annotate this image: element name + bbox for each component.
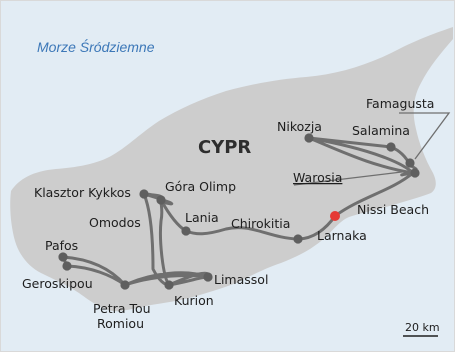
famagusta-pointer-line: [399, 112, 451, 160]
stop-markers: [58, 133, 420, 290]
place-label-petra-line2: Romiou: [97, 316, 144, 331]
place-label-salamina: Salamina: [352, 123, 410, 138]
stop-petra: [120, 280, 130, 290]
place-label-nikozja: Nikozja: [277, 119, 322, 134]
place-label-limassol: Limassol: [214, 272, 268, 287]
place-label-famagusta: Famagusta: [366, 96, 434, 111]
place-label-petra-line1: Petra Tou: [93, 301, 151, 316]
stop-warosia: [410, 168, 420, 178]
place-label-kurion: Kurion: [174, 293, 214, 308]
place-label-larnaka: Larnaka: [317, 228, 367, 243]
stop-olimp: [156, 195, 166, 205]
sea-label: Morze Śródziemne: [37, 38, 155, 55]
place-label-nissi: Nissi Beach: [357, 202, 429, 217]
stop-limassol: [203, 272, 213, 282]
place-label-chirokitia: Chirokitia: [231, 216, 290, 231]
scale-label: 20 km: [405, 321, 440, 334]
place-label-geroskipou: Geroskipou: [22, 276, 93, 291]
stop-chirokitia: [293, 234, 303, 244]
stop-lania: [181, 226, 191, 236]
place-label-warosia: Warosia: [293, 170, 342, 185]
stop-kykkos: [139, 189, 149, 199]
place-label-omodos: Omodos: [89, 215, 141, 230]
place-label-olimp: Góra Olimp: [165, 179, 236, 194]
stop-larnaka-start: [330, 211, 340, 221]
stop-salamina: [386, 142, 396, 152]
place-label-lania: Lania: [185, 210, 219, 225]
stop-famagusta: [405, 158, 415, 168]
stop-pafos: [58, 252, 68, 262]
cyprus-landmass: [10, 27, 453, 312]
stop-geroskipou: [62, 261, 72, 271]
place-label-petra: Petra Tou Romiou: [93, 301, 155, 331]
country-label: CYPR: [198, 137, 251, 158]
warosia-pointer-line: [293, 170, 411, 186]
stop-nikozja: [304, 133, 314, 143]
scale-bar: 20 km: [403, 321, 440, 337]
place-label-pafos: Pafos: [45, 238, 78, 253]
place-labels: Nikozja Famagusta Salamina Warosia Nissi…: [22, 96, 434, 331]
place-label-kykkos: Klasztor Kykkos: [34, 185, 131, 200]
stop-kurion: [164, 280, 174, 290]
